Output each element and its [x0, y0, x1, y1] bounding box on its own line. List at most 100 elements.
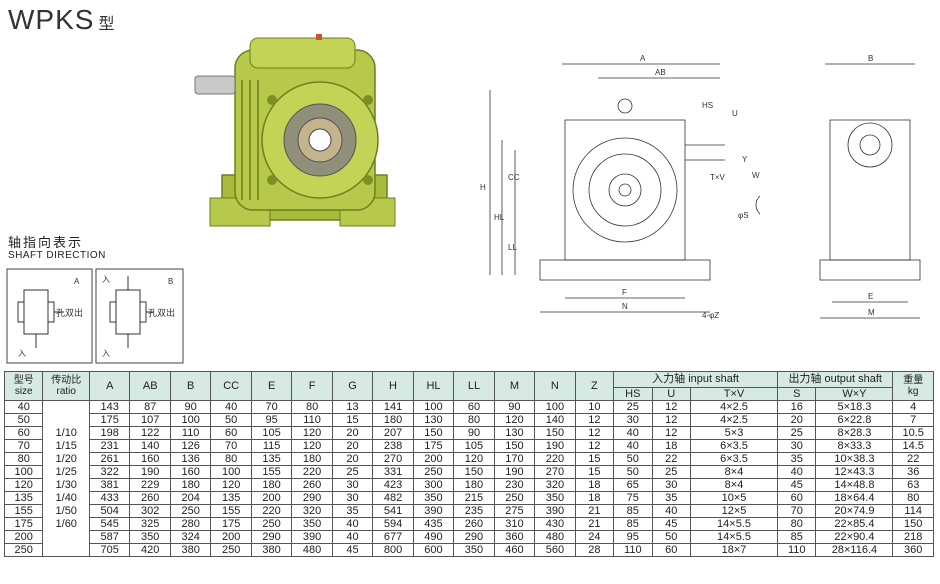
table-cell: 350 [453, 543, 495, 557]
table-cell: 18 [651, 439, 691, 453]
table-cell: 30 [613, 413, 653, 427]
table-cell: 290 [453, 530, 495, 544]
table-cell: 390 [291, 530, 333, 544]
table-cell: 100 [210, 465, 252, 479]
title-main: WPKS [8, 4, 95, 35]
table-cell: 322 [88, 465, 131, 479]
table-cell: 390 [534, 504, 576, 518]
table-cell: 12 [651, 426, 691, 440]
table-cell: 130 [412, 413, 455, 427]
table-cell: 290 [291, 491, 333, 505]
col-group-input-shaft: 入力轴 input shaft [613, 371, 779, 388]
table-cell: 310 [493, 517, 536, 531]
table-cell: 15 [574, 452, 615, 466]
gearbox-product-image [194, 34, 396, 227]
table-cell: 40 [777, 465, 817, 479]
table-cell: 135 [210, 491, 252, 505]
table-cell: 20 [331, 426, 374, 440]
side-view-drawing: B E M [819, 54, 921, 319]
table-cell: 325 [129, 517, 171, 531]
table-cell: 35 [777, 452, 817, 466]
table-cell: 480 [534, 530, 576, 544]
col-header-wxy: W×Y [815, 387, 894, 401]
table-cell: 20×74.9 [815, 504, 894, 518]
table-cell: 100 [169, 413, 212, 427]
col-header-h: H [372, 371, 414, 401]
table-cell: 480 [291, 543, 333, 557]
table-cell: 21 [574, 504, 615, 518]
dim-label-txv: T×V [710, 173, 726, 182]
title-suffix: 型 [98, 14, 116, 33]
table-cell: 30 [651, 478, 691, 492]
table-cell: 460 [493, 543, 536, 557]
table-cell: 40 [613, 426, 653, 440]
table-cell: 260 [291, 478, 333, 492]
table-cell: 140 [129, 439, 171, 453]
size-cell: 80 [3, 452, 44, 466]
size-cell: 250 [3, 543, 44, 557]
shaft-box-a [17, 289, 64, 348]
table-cell: 135 [250, 452, 293, 466]
table-cell: 430 [534, 517, 576, 531]
table-cell: 190 [129, 465, 171, 479]
table-cell: 229 [129, 478, 171, 492]
table-cell: 136 [169, 452, 212, 466]
table-cell: 13 [331, 400, 374, 414]
table-cell: 170 [493, 452, 536, 466]
table-cell: 60 [210, 426, 252, 440]
table-cell: 175 [210, 517, 252, 531]
shaft-box-b-letter: B [168, 277, 173, 286]
table-cell: 70 [210, 439, 252, 453]
table-cell: 35 [331, 504, 374, 518]
table-cell: 90 [169, 400, 212, 414]
table-cell: 235 [453, 504, 495, 518]
table-cell: 18×64.4 [815, 491, 894, 505]
table-cell: 200 [250, 491, 293, 505]
table-cell: 60 [777, 491, 817, 505]
table-cell: 14×5.5 [689, 530, 779, 544]
table-cell: 320 [534, 478, 576, 492]
table-cell: 70 [250, 400, 293, 414]
table-cell: 30 [331, 478, 374, 492]
table-cell: 270 [534, 465, 576, 479]
table-cell: 30 [331, 491, 374, 505]
size-cell: 120 [3, 478, 44, 492]
table-cell: 85 [777, 530, 817, 544]
table-cell: 107 [129, 413, 171, 427]
table-cell: 16 [777, 400, 817, 414]
table-cell: 360 [493, 530, 536, 544]
table-cell: 504 [88, 504, 131, 518]
table-cell: 150 [412, 426, 455, 440]
table-cell: 218 [892, 530, 934, 544]
table-cell: 207 [372, 426, 414, 440]
col-header-f: F [291, 371, 333, 401]
size-cell: 200 [3, 530, 44, 544]
dim-label-f: F [622, 288, 627, 297]
table-cell: 360 [892, 543, 934, 557]
col-header-z: Z [574, 371, 615, 401]
table-cell: 8×4 [689, 478, 779, 492]
col-header-m: M [493, 371, 536, 401]
table-cell: 594 [372, 517, 414, 531]
table-cell: 220 [291, 465, 333, 479]
table-cell: 80 [453, 413, 495, 427]
table-cell: 260 [453, 517, 495, 531]
table-cell: 230 [493, 478, 536, 492]
dim-label-n: N [622, 302, 628, 311]
table-cell: 126 [169, 439, 212, 453]
table-cell: 105 [453, 439, 495, 453]
shaft-box-b-out-label: 孔双出 [148, 307, 175, 318]
table-cell: 190 [534, 439, 576, 453]
table-cell: 12 [651, 413, 691, 427]
table-cell: 25 [777, 426, 817, 440]
table-cell: 25 [331, 465, 374, 479]
table-cell: 200 [210, 530, 252, 544]
table-cell: 180 [250, 478, 293, 492]
table-cell: 15 [331, 413, 374, 427]
dim-label-hs: HS [702, 101, 713, 110]
table-cell: 150 [534, 426, 576, 440]
